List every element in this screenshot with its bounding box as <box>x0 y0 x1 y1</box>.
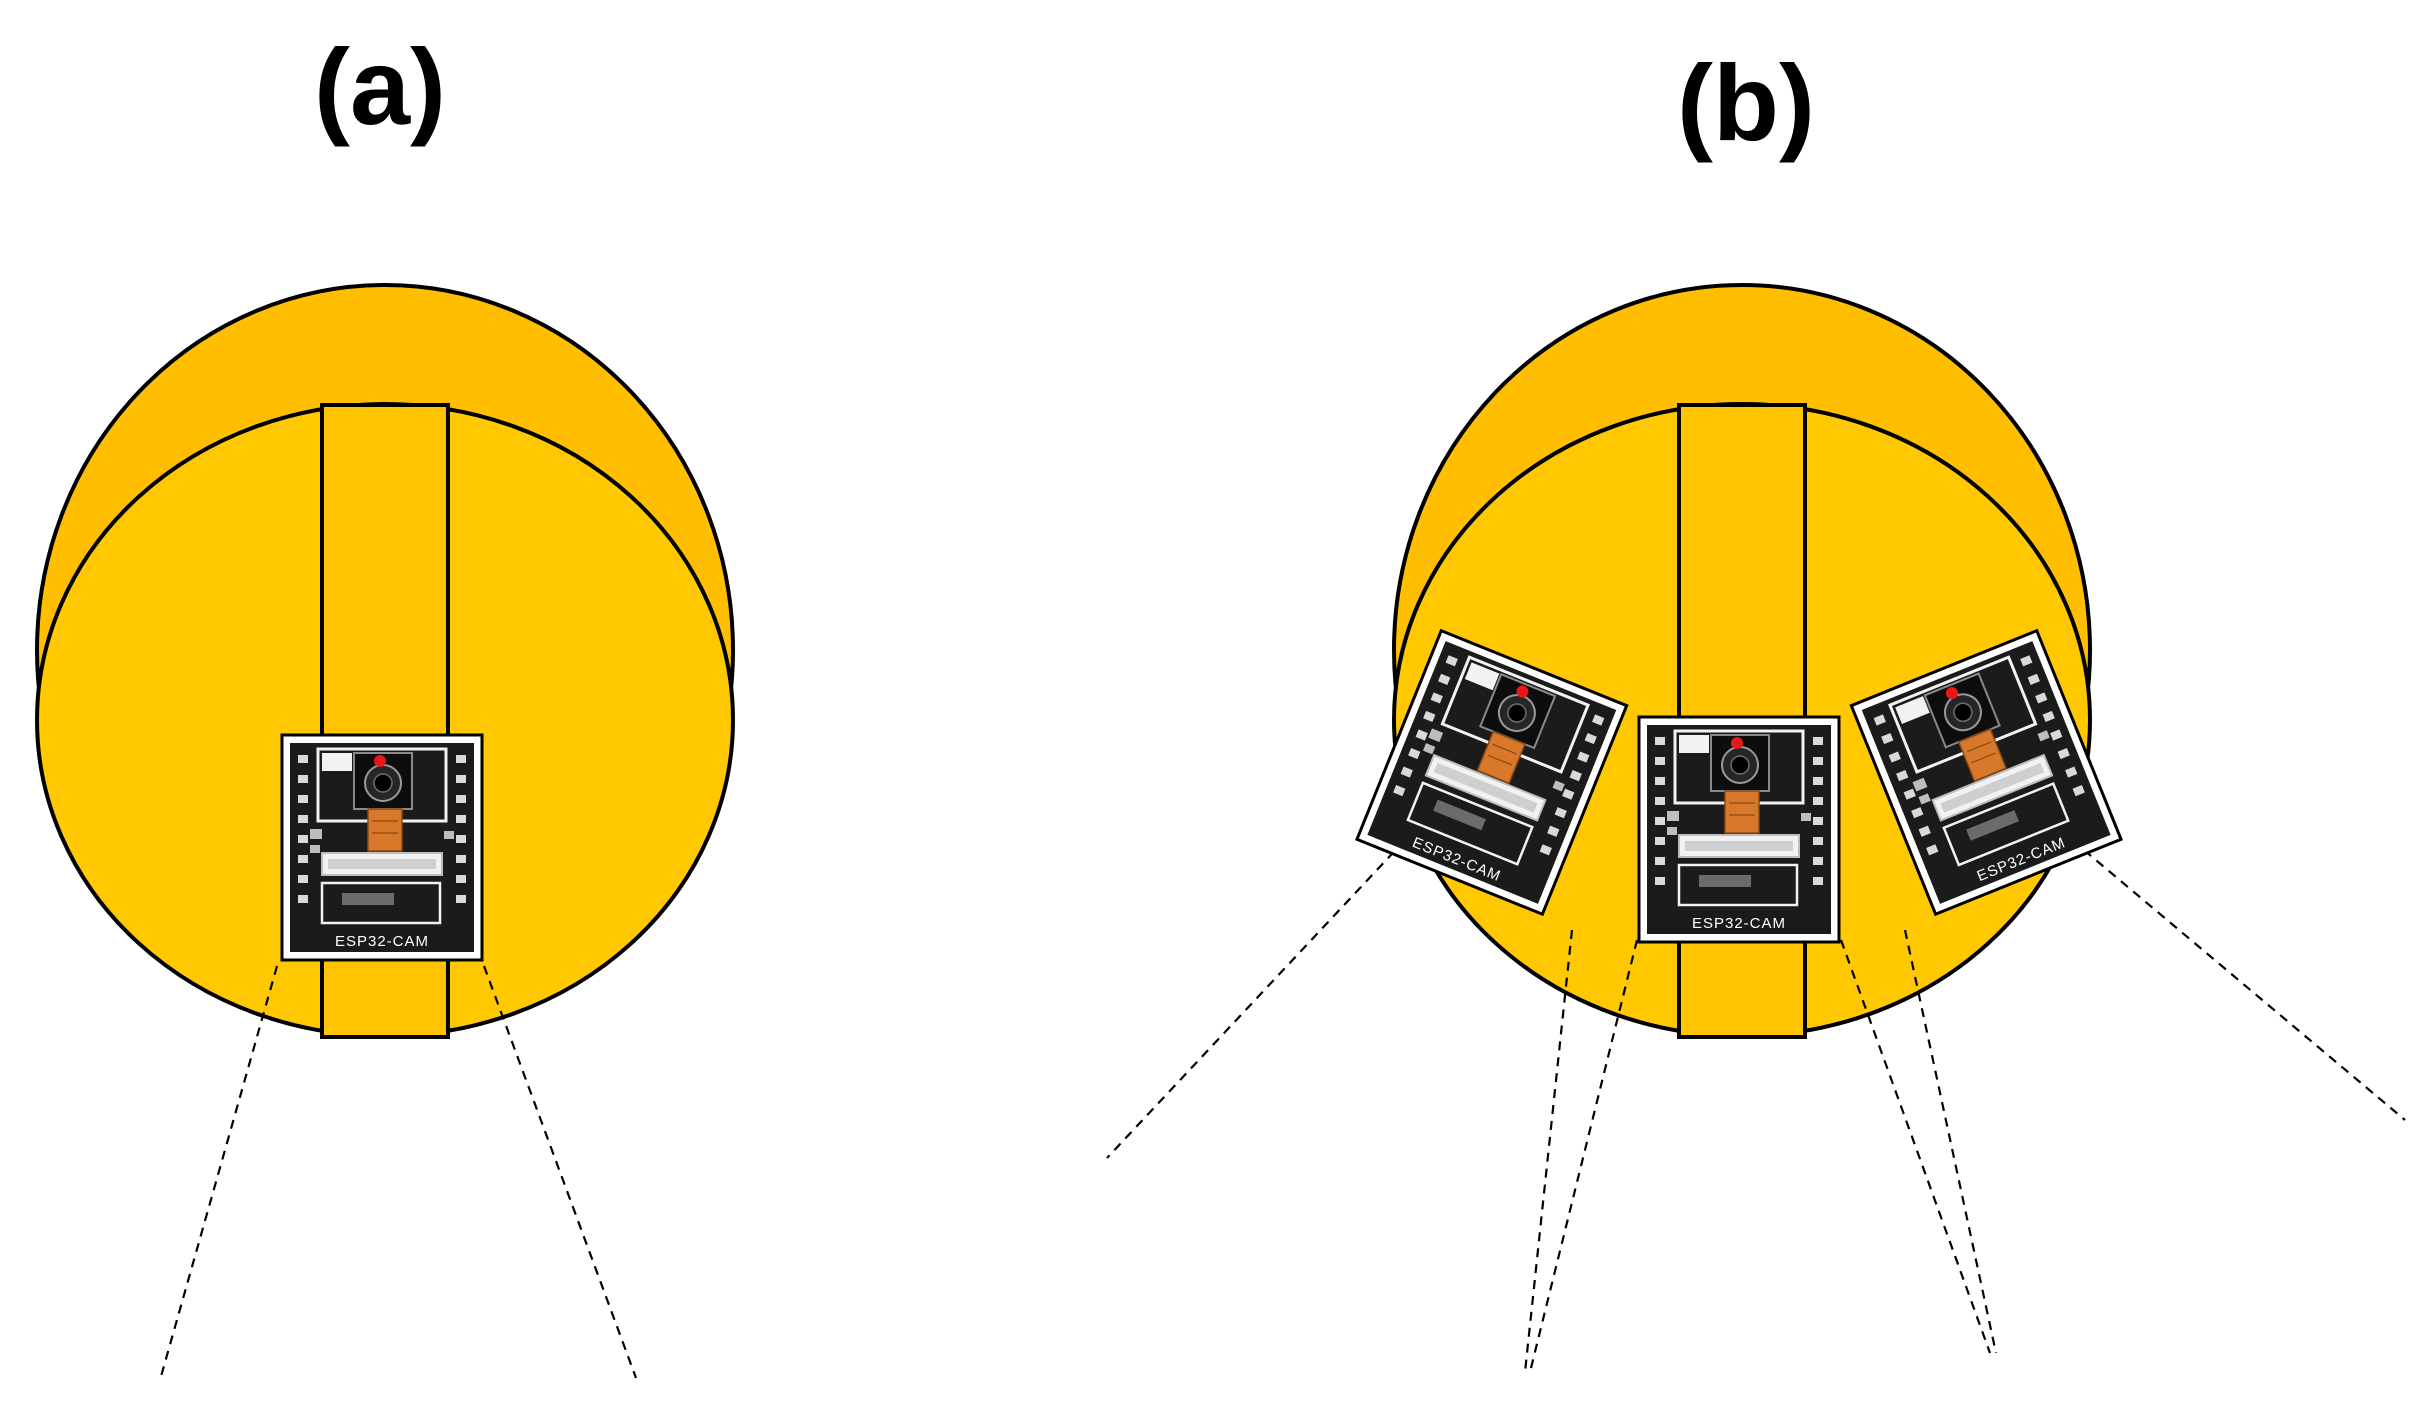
panel-label-a: (a) <box>314 26 446 147</box>
cylinder-mount-a <box>35 283 735 1039</box>
esp32-cam-board-icon <box>1637 715 1841 944</box>
esp32-cam-board-b-center: ESP32-CAM <box>1637 715 1841 944</box>
fov-line-b-right-inner <box>1903 929 1998 1354</box>
fov-lines-a <box>158 965 638 1381</box>
panel-label-b: (b) <box>1677 42 1815 163</box>
fov-line-b-left-inner <box>1523 929 1574 1373</box>
fov-lines-b <box>1106 839 2406 1373</box>
panel-a: ESP32-CAM <box>35 283 735 1381</box>
fov-line-b-left-outer <box>1106 839 1406 1159</box>
esp32-cam-board-a: ESP32-CAM <box>280 733 484 962</box>
fov-line-b-center-right <box>1839 939 1992 1354</box>
esp32-cam-board-icon <box>280 733 484 962</box>
board-label: ESP32-CAM <box>1692 915 1786 932</box>
fov-line-a-left <box>158 965 279 1381</box>
board-label: ESP32-CAM <box>335 933 429 950</box>
fov-line-a-right <box>482 965 638 1379</box>
fov-line-b-right-outer <box>2071 839 2406 1121</box>
fov-line-b-center-left <box>1528 939 1639 1373</box>
panel-b: ESP32-CAM ESP32-CAM ESP32-CAM <box>1106 283 2406 1373</box>
